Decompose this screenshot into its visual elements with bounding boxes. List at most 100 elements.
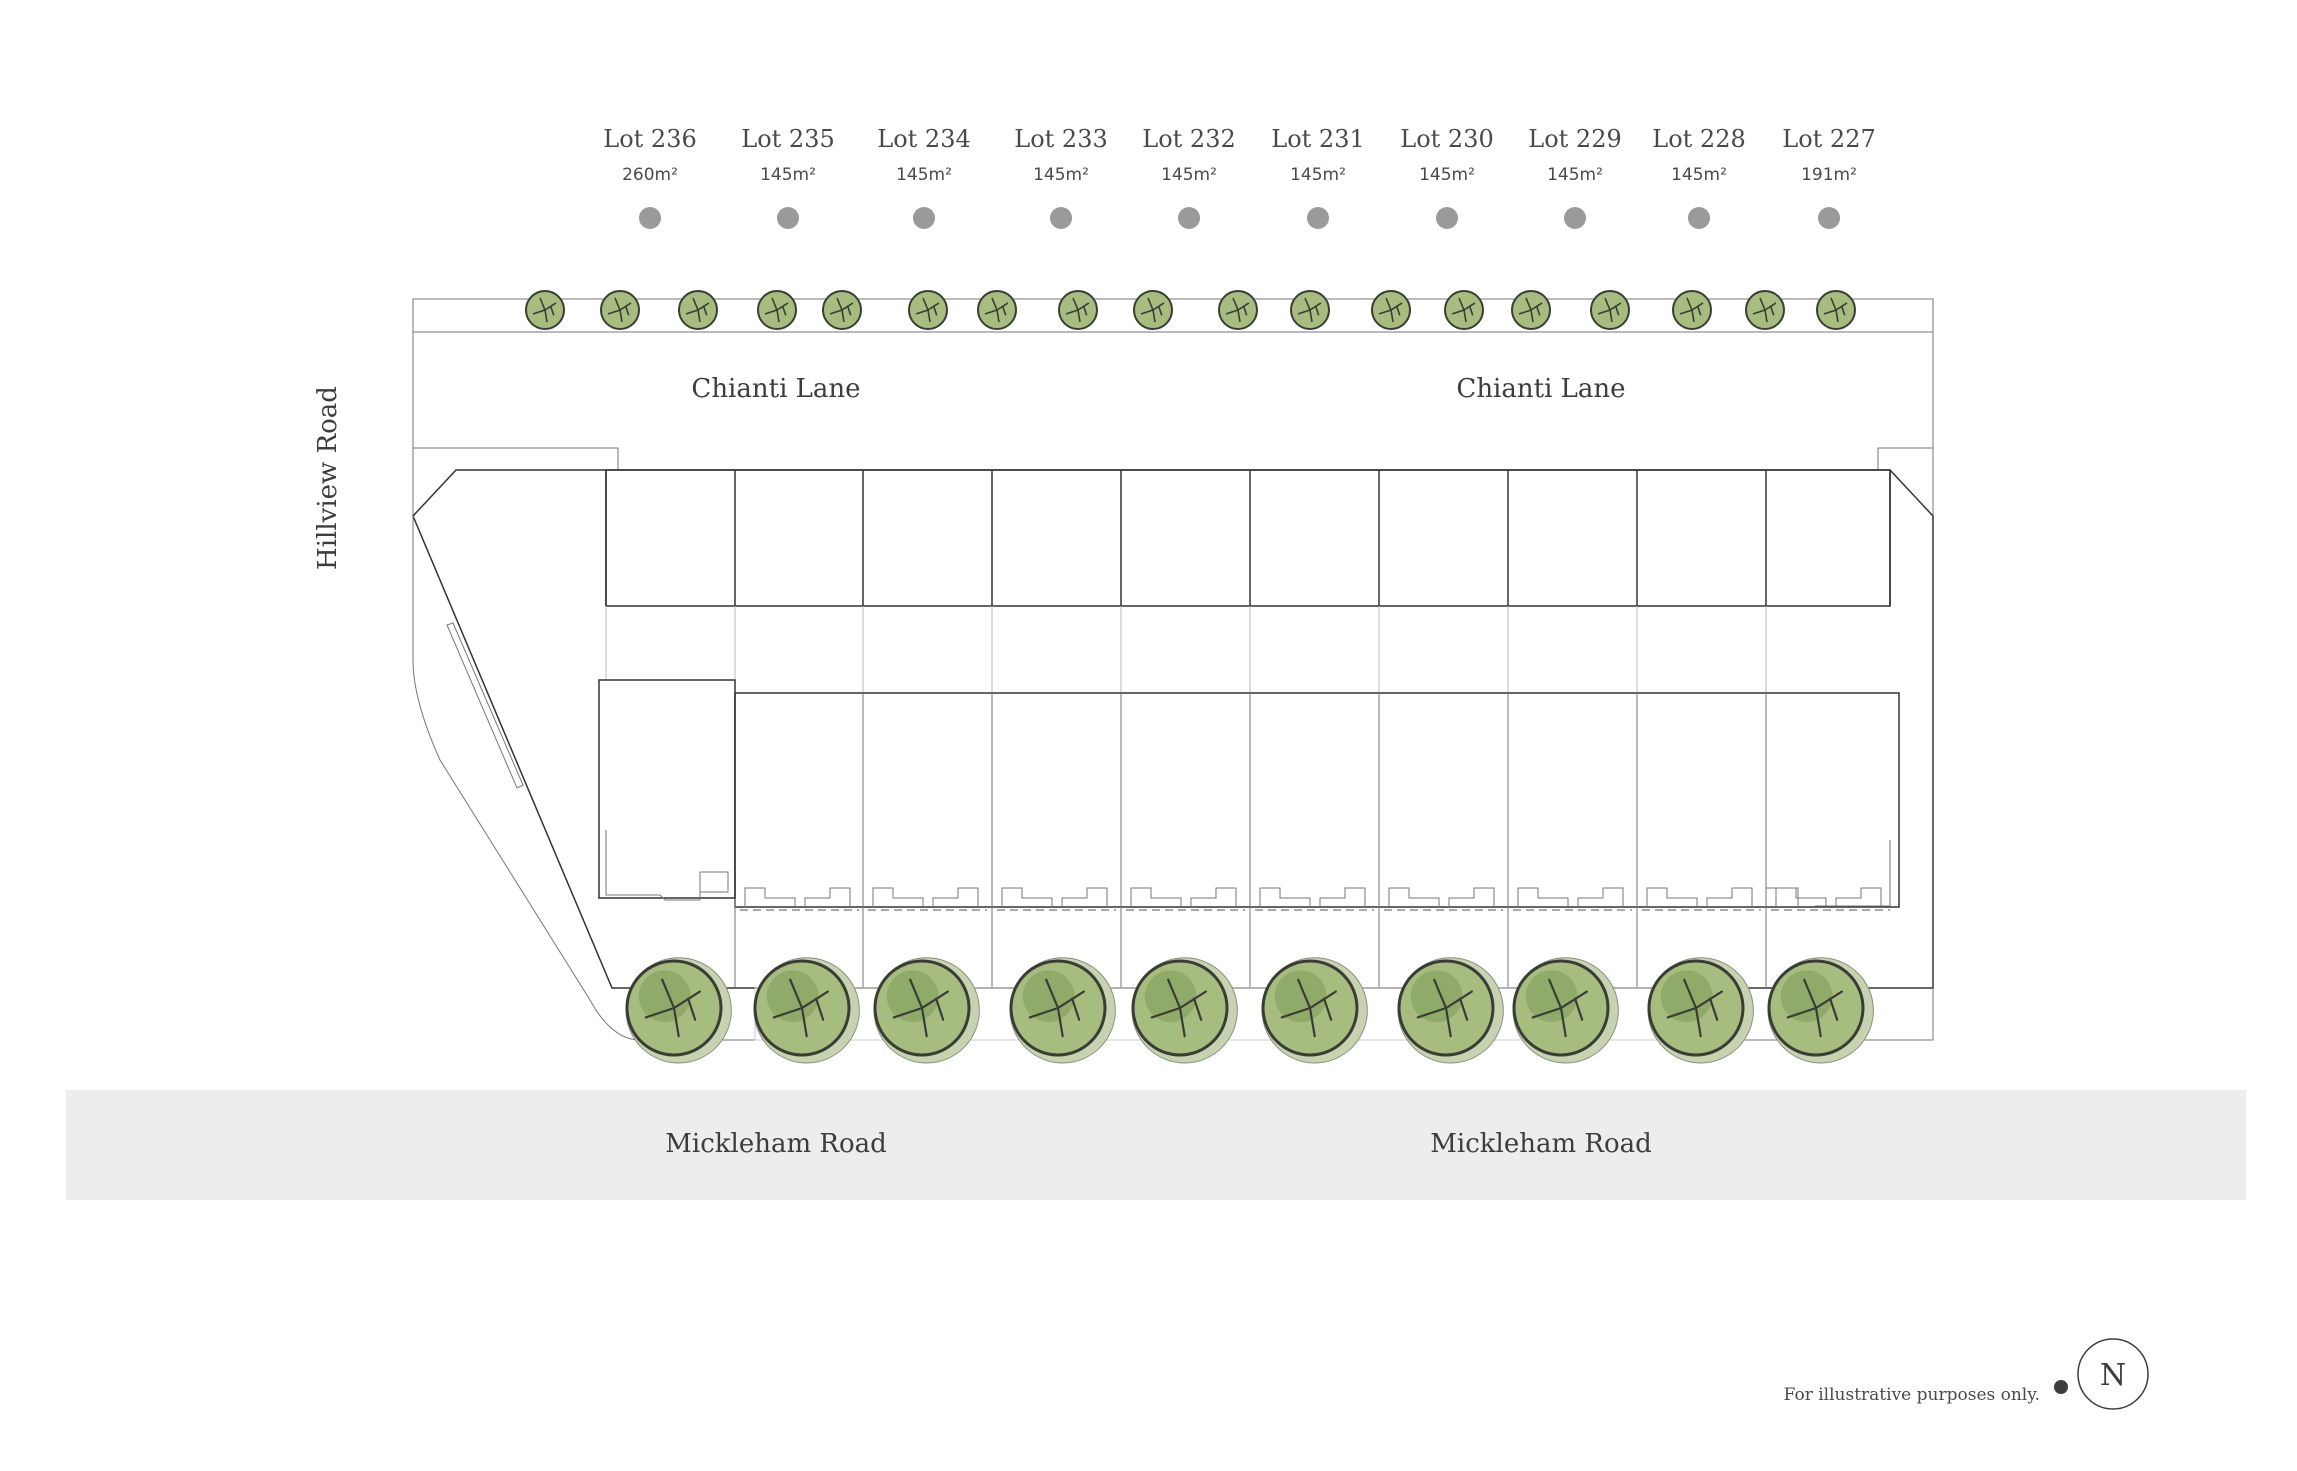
lot-area: 145m² <box>1671 165 1727 185</box>
lot-marker <box>639 207 661 229</box>
tree-icon <box>1511 290 1551 330</box>
lot-title: Lot 228 <box>1652 125 1745 153</box>
tree-icon <box>757 290 797 330</box>
mickleham-road <box>66 1090 2246 1200</box>
porch-outline <box>605 830 701 901</box>
lot-area: 145m² <box>1419 165 1475 185</box>
lot-title: Lot 231 <box>1271 125 1364 153</box>
porch-outline <box>1259 887 1311 906</box>
tree-icon <box>1131 957 1238 1064</box>
porch-outline <box>1835 887 1882 906</box>
hillview-road-label: Hillview Road <box>313 386 343 570</box>
lot-marker <box>913 207 935 229</box>
porch-outline <box>872 887 924 906</box>
lot-area: 145m² <box>896 165 952 185</box>
porch-outline <box>932 887 979 906</box>
porch-outline <box>699 871 729 893</box>
compass-dot <box>2054 1380 2068 1394</box>
tree-icon <box>908 290 948 330</box>
lot-area: 191m² <box>1801 165 1857 185</box>
porch-outline <box>1319 887 1366 906</box>
lot-area: 260m² <box>622 165 678 185</box>
tree-icon <box>1058 290 1098 330</box>
north-compass-icon <box>2077 1338 2149 1410</box>
porch-outline <box>1765 887 1799 906</box>
lot-marker <box>1688 207 1710 229</box>
chianti-lane <box>412 298 1934 516</box>
porch-outline <box>1517 887 1569 906</box>
street-trees-lane <box>525 290 1856 330</box>
lot-title: Lot 236 <box>603 125 696 153</box>
lot-area: 145m² <box>760 165 816 185</box>
tree-icon <box>600 290 640 330</box>
lot-area: 145m² <box>1161 165 1217 185</box>
porch-outline <box>744 887 796 906</box>
lot-marker <box>1050 207 1072 229</box>
lot-marker <box>1436 207 1458 229</box>
north-compass-letter: N <box>2100 1358 2126 1393</box>
lot-marker <box>1178 207 1200 229</box>
porch-outline <box>1775 887 1827 906</box>
lot-title: Lot 232 <box>1142 125 1235 153</box>
porch-outline <box>1577 887 1624 906</box>
lot-title: Lot 229 <box>1528 125 1621 153</box>
tree-icon <box>1261 957 1368 1064</box>
rear-garages <box>605 469 1891 607</box>
lot-marker <box>1307 207 1329 229</box>
lot-area: 145m² <box>1033 165 1089 185</box>
porch-outline <box>804 887 851 906</box>
tree-icon <box>1647 957 1754 1064</box>
porch-outline <box>1706 887 1753 906</box>
tree-icon <box>1512 957 1619 1064</box>
tree-icon <box>1745 290 1785 330</box>
porch-outline <box>1190 887 1237 906</box>
tree-icon <box>753 957 860 1064</box>
tree-icon <box>1371 290 1411 330</box>
lot-marker <box>777 207 799 229</box>
tree-icon <box>1767 957 1874 1064</box>
lot-title: Lot 233 <box>1014 125 1107 153</box>
tree-icon <box>873 957 980 1064</box>
lot-area: 145m² <box>1290 165 1346 185</box>
porch-outline <box>1061 887 1108 906</box>
lot-labels: Lot 236 260m² Lot 235 145m² Lot 234 145m² Lot … <box>603 125 1876 229</box>
tree-icon <box>977 290 1017 330</box>
tree-icon <box>1009 957 1116 1064</box>
lot-marker <box>1564 207 1586 229</box>
porch-outline <box>1388 887 1440 906</box>
mickleham-road-label-right: Mickleham Road <box>1430 1129 1652 1159</box>
tree-icon <box>625 957 732 1064</box>
tree-icon <box>1218 290 1258 330</box>
lot-title: Lot 227 <box>1782 125 1875 153</box>
tree-icon <box>1672 290 1712 330</box>
tree-icon <box>822 290 862 330</box>
lot-marker <box>1818 207 1840 229</box>
corner-dwelling <box>598 679 736 899</box>
tree-icon <box>678 290 718 330</box>
porch-outline <box>1448 887 1495 906</box>
tree-icon <box>1816 290 1856 330</box>
tree-icon <box>1397 957 1504 1064</box>
lot-area: 145m² <box>1547 165 1603 185</box>
porch-outline <box>1646 887 1698 906</box>
disclaimer-text: For illustrative purposes only. <box>1784 1385 2040 1405</box>
tree-icon <box>1133 290 1173 330</box>
tree-icon <box>1290 290 1330 330</box>
porch-outline <box>1130 887 1182 906</box>
chianti-lane-label-right: Chianti Lane <box>1456 374 1625 404</box>
chianti-lane-label-left: Chianti Lane <box>691 374 860 404</box>
tree-icon <box>1590 290 1630 330</box>
lot-title: Lot 235 <box>741 125 834 153</box>
street-trees-mickleham <box>625 957 1874 1064</box>
lot-boundaries <box>598 469 1900 1041</box>
tree-icon <box>525 290 565 330</box>
lot-title: Lot 230 <box>1400 125 1493 153</box>
porch-outline <box>1001 887 1053 906</box>
mickleham-road-label-left: Mickleham Road <box>665 1129 887 1159</box>
lot-title: Lot 234 <box>877 125 970 153</box>
porch-outline <box>1815 840 1891 907</box>
tree-icon <box>1444 290 1484 330</box>
dwellings <box>734 692 1900 908</box>
site-boundary <box>412 469 1934 1041</box>
